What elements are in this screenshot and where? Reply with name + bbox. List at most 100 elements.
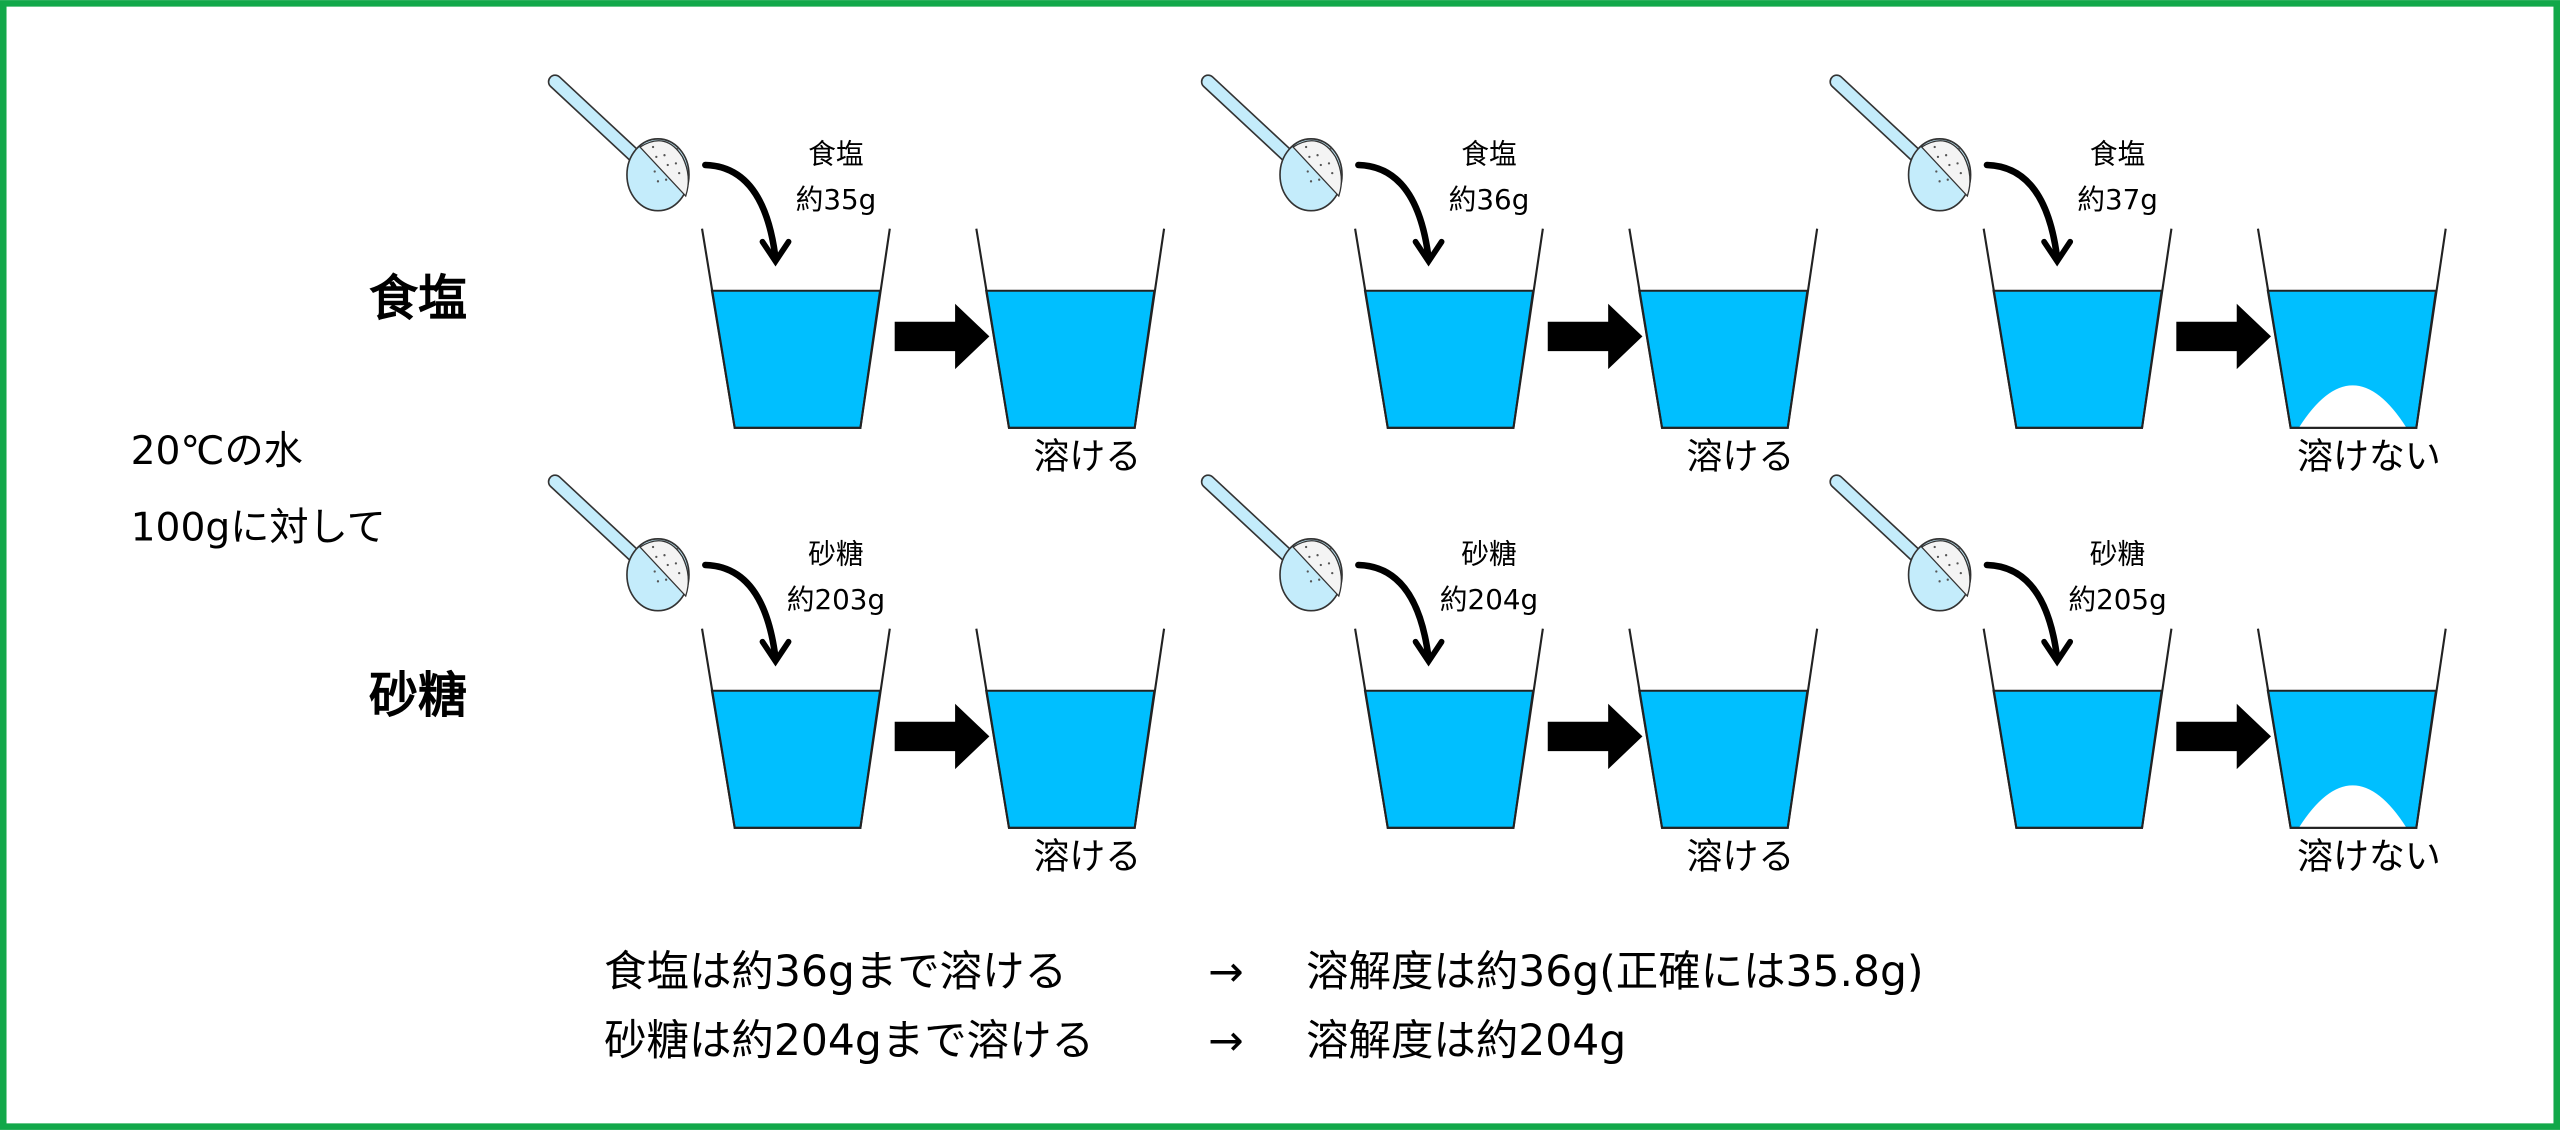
substance-label: 砂糖	[808, 537, 864, 570]
powder-dot	[656, 580, 660, 583]
powder-dot	[1959, 172, 1962, 175]
row-label-salt: 食塩	[369, 270, 467, 327]
water	[1363, 289, 1535, 429]
water	[710, 689, 882, 829]
beaker-outline	[1628, 628, 1819, 829]
powder	[1292, 540, 1343, 598]
beaker-after	[2256, 228, 2447, 429]
powder-dot	[1956, 162, 1959, 165]
right-arrow-icon	[894, 703, 990, 770]
substance-label: 食塩	[1461, 137, 1517, 170]
beaker-outline	[975, 228, 1166, 429]
curved-arrow-head	[2041, 638, 2074, 667]
curved-arrow-icon	[1355, 161, 1432, 262]
row-label-sugar: 砂糖	[369, 667, 467, 724]
powder	[638, 140, 689, 198]
powder-dot	[1938, 580, 1941, 583]
beaker-before	[700, 628, 891, 829]
powder-dot	[1944, 154, 1948, 157]
powder-dot	[651, 145, 655, 149]
amount-label: 約204g	[1440, 583, 1538, 616]
powder-dot	[1327, 162, 1331, 165]
powder-dot	[1948, 563, 1951, 567]
substance-label: 食塩	[808, 137, 864, 170]
undissolved-solid	[2298, 385, 2407, 428]
powder-dot	[651, 545, 655, 549]
powder-dot	[663, 554, 666, 557]
beaker-outline	[2256, 228, 2447, 429]
powder-dot	[1316, 554, 1319, 557]
water	[1992, 689, 2163, 829]
powder-dot	[664, 578, 668, 581]
result-label: 溶ける	[1687, 837, 1795, 878]
beaker-after	[975, 628, 1166, 829]
amount-label: 約205g	[2068, 583, 2166, 616]
powder-dot	[1948, 163, 1951, 167]
curved-arrow-icon	[702, 561, 779, 662]
powder-dot	[1319, 563, 1322, 567]
powder	[1920, 140, 1971, 198]
beaker-outline	[1354, 228, 1544, 429]
curved-arrow-head	[1412, 638, 1445, 667]
powder-dot	[1933, 545, 1936, 549]
powder-dot	[1935, 170, 1938, 173]
powder-dot	[1936, 555, 1940, 558]
summary-salt-left: 食塩は約36gまで溶ける	[604, 948, 1067, 997]
powder-dot	[664, 178, 668, 181]
powder-dot	[1958, 147, 1961, 150]
right-arrow-icon	[2176, 703, 2272, 770]
beaker-before	[1354, 228, 1544, 429]
right-arrow-icon	[894, 303, 990, 370]
result-label: 溶けない	[2297, 437, 2441, 478]
powder-dot	[1935, 570, 1938, 573]
powder-dot	[1331, 572, 1334, 575]
powder-dot	[676, 547, 679, 550]
curved-arrow-head	[1412, 238, 1445, 267]
powder-dot	[1318, 578, 1321, 581]
beaker-before	[1982, 228, 2173, 429]
spoon-icon	[547, 74, 690, 212]
powder-dot	[1938, 180, 1941, 183]
water	[1363, 689, 1535, 829]
water	[1638, 289, 1809, 429]
condition-line-1: 20℃の水	[131, 429, 303, 474]
powder	[1292, 140, 1343, 198]
right-arrow-icon	[1547, 703, 1643, 770]
powder-dot	[1304, 545, 1308, 549]
substance-label: 食塩	[2090, 137, 2146, 170]
powder-dot	[655, 155, 658, 158]
beaker-after	[1628, 628, 1819, 829]
result-label: 溶ける	[1033, 437, 1141, 478]
powder-dot	[1308, 555, 1311, 558]
powder-dot	[1327, 562, 1331, 565]
powder-dot	[1959, 572, 1962, 575]
beaker-after	[1628, 228, 1819, 429]
curved-arrow-icon	[1355, 561, 1432, 662]
spoon-icon	[1829, 74, 1972, 212]
summary: 食塩は約36gまで溶ける → 溶解度は約36g(正確には35.8g) 砂糖は約2…	[604, 948, 1923, 1066]
powder-dot	[676, 147, 679, 150]
powder-dot	[1331, 172, 1334, 175]
powder	[1920, 540, 1971, 598]
powder-dot	[1944, 554, 1948, 557]
powder-dot	[678, 572, 681, 575]
water	[1638, 689, 1809, 829]
beaker-outline	[1982, 228, 2173, 429]
curved-arrow-head	[759, 238, 792, 267]
powder-dot	[1316, 154, 1319, 157]
substance-label: 砂糖	[2090, 537, 2146, 570]
beaker-before	[700, 228, 891, 429]
powder-dot	[1956, 562, 1959, 565]
amount-label: 約203g	[787, 583, 885, 616]
summary-sugar-right: 溶解度は約204g	[1306, 1017, 1626, 1066]
powder-dot	[666, 563, 669, 567]
summary-sugar-arrow: →	[1208, 1017, 1244, 1066]
powder-dot	[1309, 580, 1313, 583]
beaker-outline	[1628, 228, 1819, 429]
water	[710, 289, 882, 429]
curved-arrow-head	[759, 638, 792, 667]
